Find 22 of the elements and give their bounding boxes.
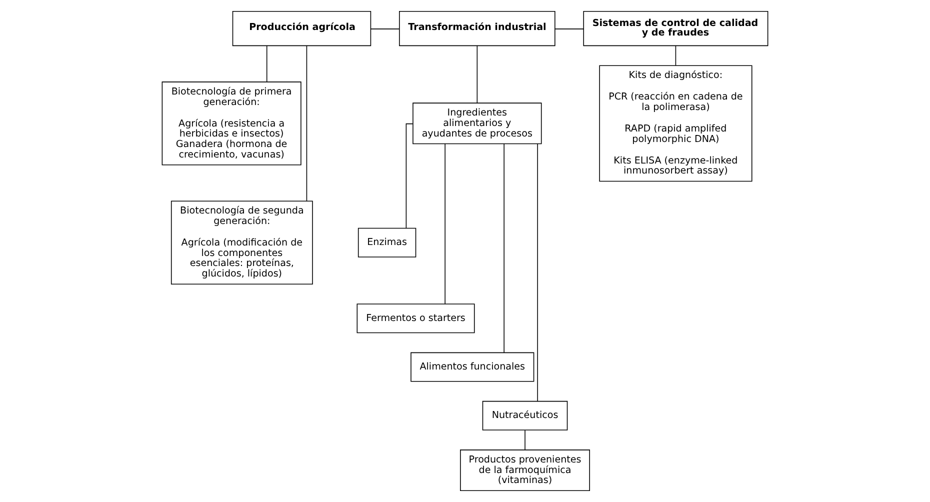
node-box: Enzimas — [358, 228, 416, 258]
connector — [370, 28, 400, 30]
connector — [476, 45, 478, 104]
node-box: Biotecnología de segunda generación: Agrícola (modificación de los componentes esenciales: proteínas, glúcidos, lípidos) — [170, 200, 313, 284]
node-box: Alimentos funcionales — [410, 352, 534, 382]
connector — [266, 45, 268, 82]
connector — [524, 430, 526, 450]
connector — [406, 123, 414, 228]
node-box: Sistemas de control de calidad y de fraudes — [583, 10, 768, 46]
connector — [554, 28, 584, 30]
node-box: Biotecnología de primera generación: Agrícola (resistencia a herbicidas e insectos) Ganadera (hormona de crecimiento, vacunas) — [162, 82, 302, 166]
node-box: Kits de diagnóstico: PCR (reacción en cadena de la polimerasa) RAPD (rapid amplifed polymorphic DNA) Kits ELISA (enzyme-linked inmunosorbert assay) — [599, 65, 752, 182]
node-box: Fermentos o starters — [356, 304, 475, 334]
node-box: Nutracéuticos — [482, 400, 568, 430]
connector — [537, 144, 538, 402]
node-box: Producción agrícola — [232, 10, 372, 46]
node-box: Ingredientes alimentarios y ayudantes de procesos — [412, 102, 542, 144]
node-box: Productos provenientes de la farmoquímica (vitaminas) — [460, 450, 590, 492]
connector — [675, 45, 676, 66]
connector — [444, 144, 446, 304]
node-box: Transformación industrial — [399, 10, 556, 46]
connector — [306, 45, 308, 202]
